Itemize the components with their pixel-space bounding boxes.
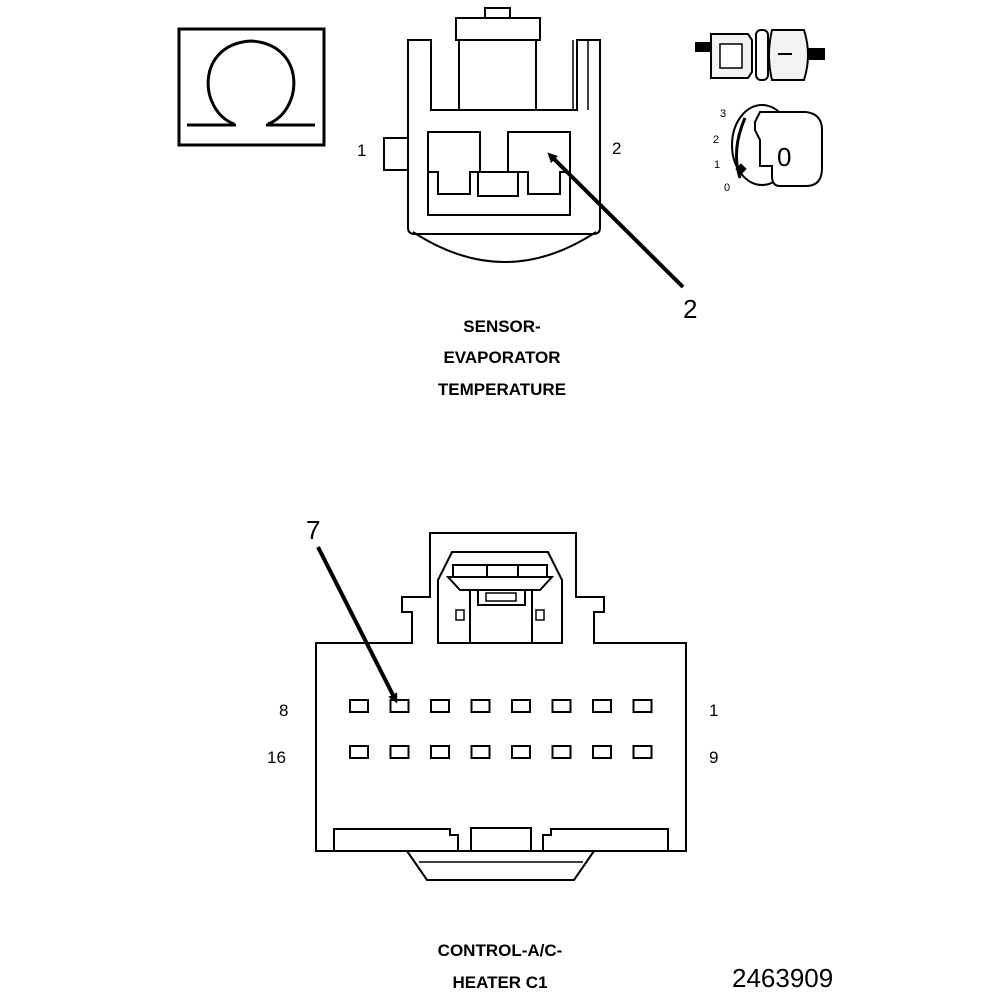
- control-title-line-1: CONTROL-A/C-: [438, 941, 563, 960]
- ignition-key-icon: 3 2 1 0 0: [713, 104, 823, 194]
- connector-cavity: [430, 699, 450, 713]
- key-position-3: 3: [720, 108, 726, 120]
- connector-cavity: [551, 745, 572, 759]
- sensor-pin-1-label: 1: [357, 141, 366, 160]
- connector-cavity: [389, 745, 410, 759]
- row2-left-pin-label: 16: [267, 748, 286, 767]
- row1-right-pin-label: 1: [709, 701, 718, 720]
- control-callout-arrow: [316, 546, 398, 704]
- connector-cavity: [470, 745, 491, 759]
- row1-left-pin-label: 8: [279, 701, 288, 720]
- test-probe-icon: [695, 29, 825, 81]
- control-connector-face: [315, 532, 687, 881]
- key-position-2: 2: [713, 134, 719, 146]
- sensor-pin-2-label: 2: [612, 139, 621, 158]
- connector-cavity: [632, 699, 653, 713]
- sensor-callout-number: 2: [683, 294, 697, 324]
- connector-cavity: [511, 745, 531, 759]
- connector-cavity: [551, 699, 572, 713]
- sensor-title-line-1: SENSOR-: [463, 317, 540, 336]
- sensor-title-line-3: TEMPERATURE: [438, 380, 566, 399]
- connector-cavity: [349, 699, 369, 713]
- connector-cavity: [511, 699, 531, 713]
- key-position-indicator: 0: [777, 142, 791, 172]
- key-position-1: 1: [714, 159, 720, 171]
- sensor-callout-arrow: [547, 152, 685, 289]
- connector-cavities: [349, 699, 653, 759]
- key-position-0: 0: [724, 182, 730, 194]
- figure-number: 2463909: [732, 963, 833, 993]
- connector-cavity: [592, 699, 612, 713]
- ohm-meter-icon: [177, 27, 326, 147]
- sensor-connector-face: [383, 7, 601, 263]
- control-title-line-2: HEATER C1: [452, 973, 547, 992]
- connector-cavity: [470, 699, 491, 713]
- connector-cavity: [389, 699, 410, 713]
- control-callout-number: 7: [306, 515, 320, 545]
- connector-cavity: [430, 745, 450, 759]
- row2-right-pin-label: 9: [709, 748, 718, 767]
- connector-cavity: [632, 745, 653, 759]
- connector-cavity: [592, 745, 612, 759]
- sensor-title-line-2: EVAPORATOR: [443, 348, 560, 367]
- connector-cavity: [349, 745, 369, 759]
